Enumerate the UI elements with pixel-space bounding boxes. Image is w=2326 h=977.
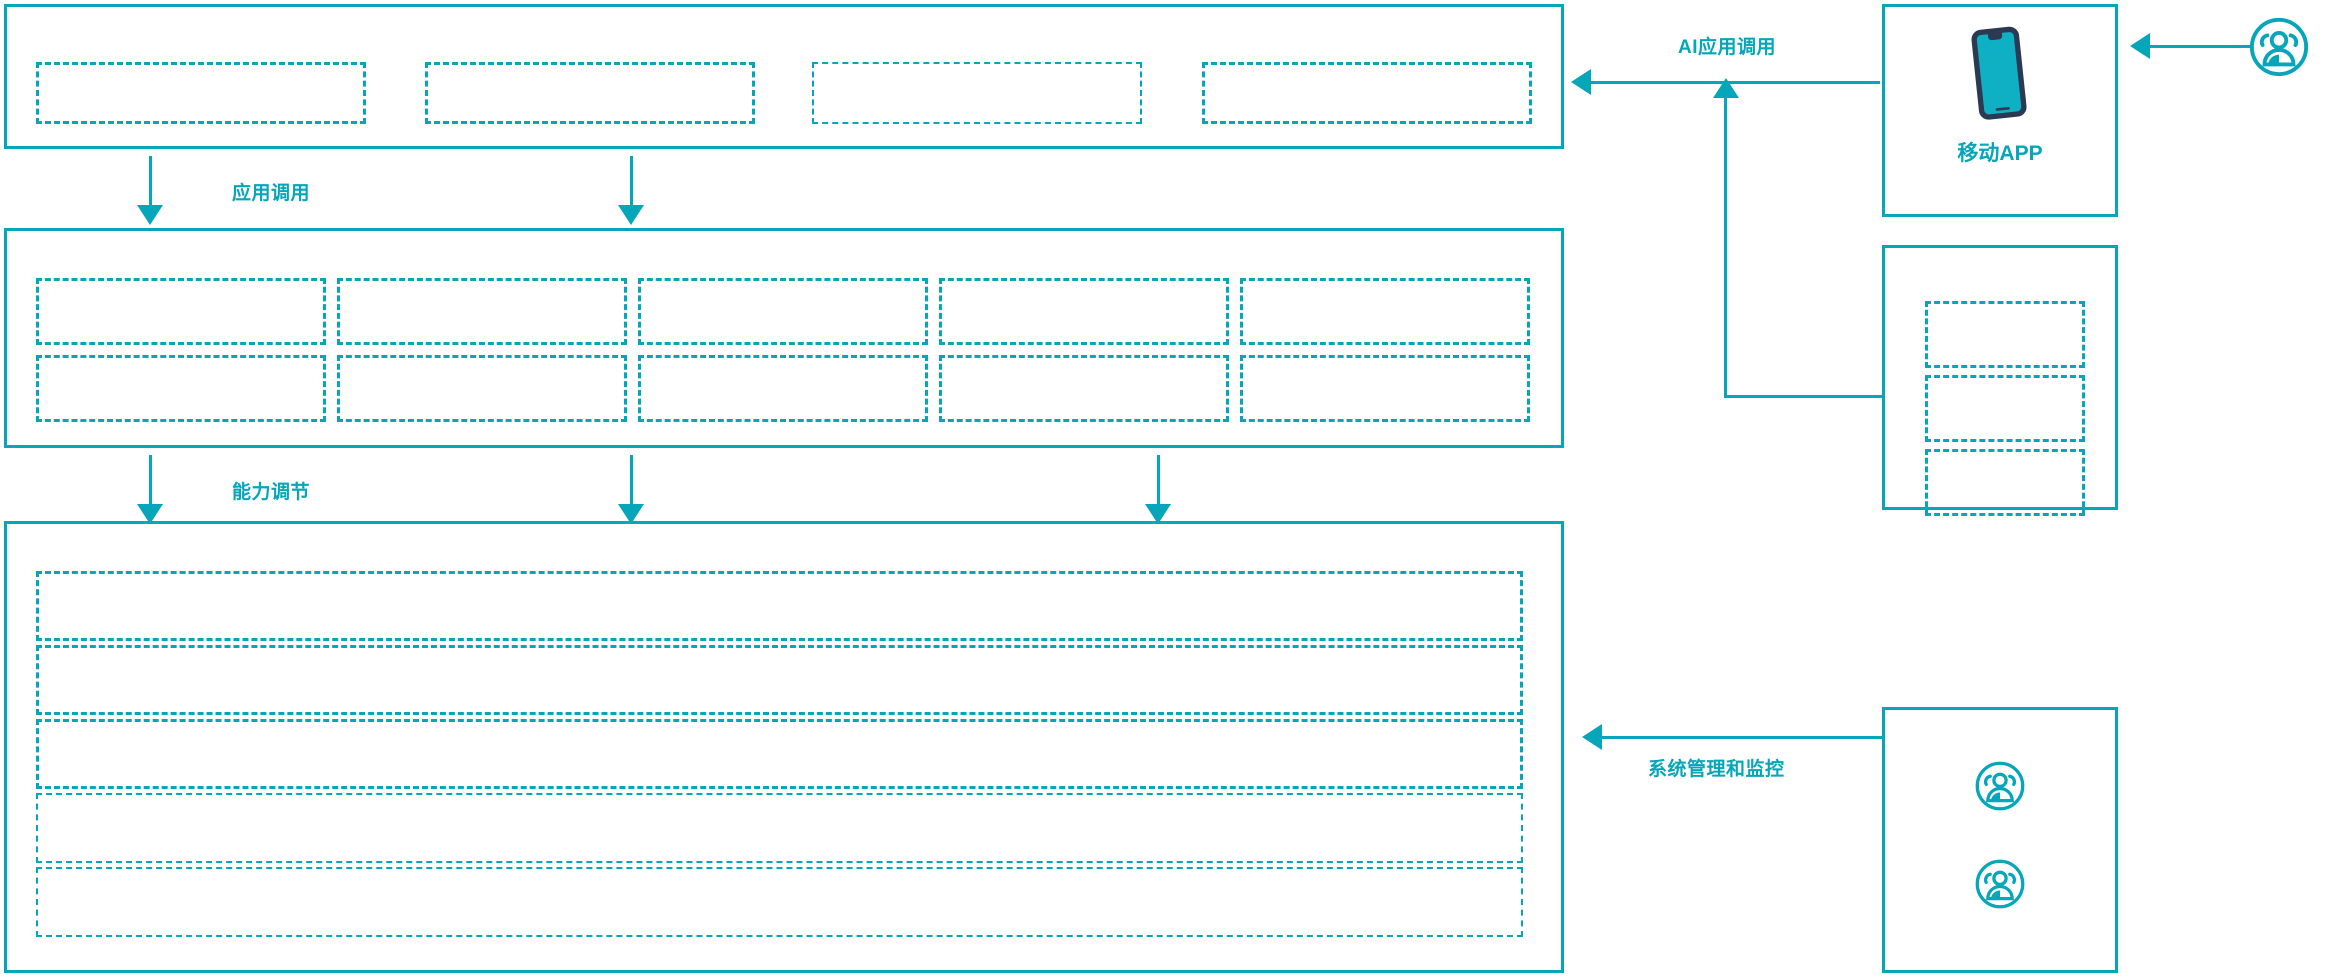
cap-slot-2-4[interactable] [939,355,1229,422]
smartphone-icon [1971,26,2027,120]
system-management-connector [1602,736,1882,739]
cap-slot-2-3[interactable] [638,355,928,422]
channel-riser-horizontal [1724,395,1882,398]
capability-call-connector-2 [630,455,633,507]
cap-slot-1-3[interactable] [638,278,928,345]
cap-slot-2-5[interactable] [1240,355,1530,422]
user-to-mobile-arrow [2130,33,2150,59]
app-slot-1[interactable] [36,62,366,124]
ai-app-call-arrow [1571,69,1591,95]
infra-row-1[interactable] [36,571,1523,641]
cap-slot-2-2[interactable] [337,355,627,422]
infra-row-3[interactable] [36,719,1523,789]
capability-call-connector-1 [149,455,152,507]
channel-riser-vertical [1724,98,1727,398]
cap-slot-1-4[interactable] [939,278,1229,345]
app-slot-3[interactable] [812,62,1142,124]
infra-row-5[interactable] [36,867,1523,937]
capability-call-connector-3 [1157,455,1160,507]
mobile-app-caption: 移动APP [1957,142,2043,165]
cap-slot-1-1[interactable] [36,278,326,345]
mobile-app-panel: 移动APP [1882,4,2118,217]
infra-row-2[interactable] [36,645,1523,715]
app-slot-2[interactable] [425,62,755,124]
infrastructure-layer-panel [4,521,1564,973]
channel-riser-arrow [1713,78,1739,98]
user-to-mobile-connector [2150,45,2250,48]
channel-slot-2[interactable] [1925,375,2085,442]
operations-panel [1882,707,2118,973]
capability-layer-panel [4,228,1564,448]
app-call-connector-left [149,156,152,208]
channel-slot-3[interactable] [1925,449,2085,516]
app-call-arrow-left [137,205,163,225]
ops-user-icon-1[interactable] [1974,760,2026,812]
system-management-arrow [1582,724,1602,750]
ops-user-icon-2[interactable] [1974,858,2026,910]
flow-label-app-call: 应用调用 [232,183,311,204]
flow-label-capability-call: 能力调节 [232,482,311,503]
infra-row-4[interactable] [36,793,1523,863]
application-layer-panel [4,4,1564,149]
capability-call-arrow-1 [137,504,163,524]
app-call-arrow-right [618,205,644,225]
app-slot-4[interactable] [1202,62,1532,124]
capability-call-arrow-3 [1145,504,1171,524]
app-call-connector-right [630,156,633,208]
cap-slot-2-1[interactable] [36,355,326,422]
capability-call-arrow-2 [618,504,644,524]
external-user-icon[interactable] [2248,16,2310,78]
cap-slot-1-2[interactable] [337,278,627,345]
flow-label-system-management: 系统管理和监控 [1648,759,1785,780]
channel-slot-1[interactable] [1925,301,2085,368]
flow-label-ai-app-call: AI应用调用 [1678,37,1777,58]
cap-slot-1-5[interactable] [1240,278,1530,345]
